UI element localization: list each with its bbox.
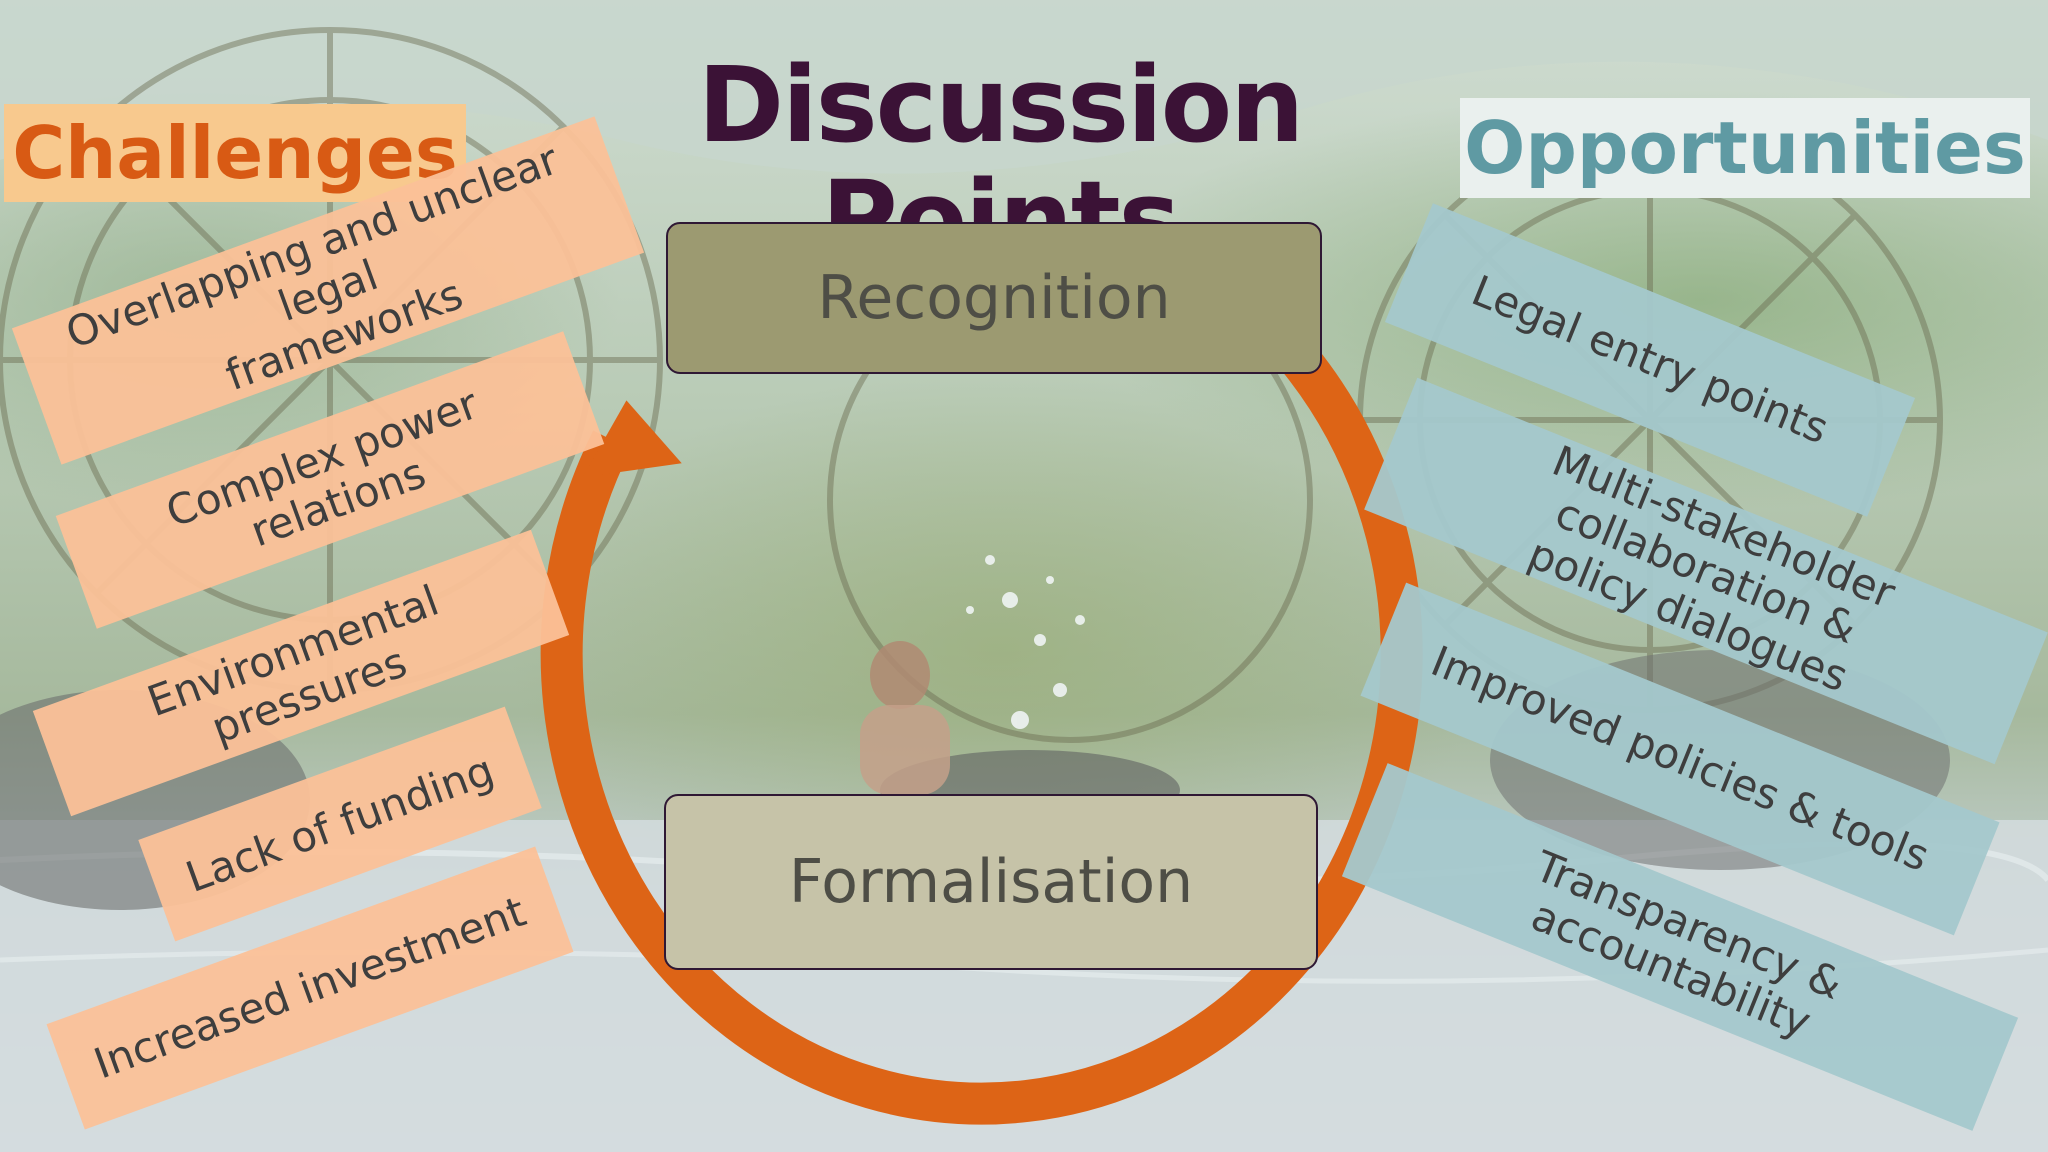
formalisation-label: Formalisation xyxy=(788,847,1194,917)
recognition-label: Recognition xyxy=(817,263,1171,333)
cycle-arrow-head xyxy=(582,400,682,478)
challenges-heading: Challenges xyxy=(4,104,466,202)
page-title: Discussion Points xyxy=(697,44,1305,281)
formalisation-box: Formalisation xyxy=(664,794,1318,970)
opportunities-heading: Opportunities xyxy=(1460,98,2030,198)
cycle-arrow-ring xyxy=(540,346,1423,1125)
recognition-box: Recognition xyxy=(666,222,1322,374)
